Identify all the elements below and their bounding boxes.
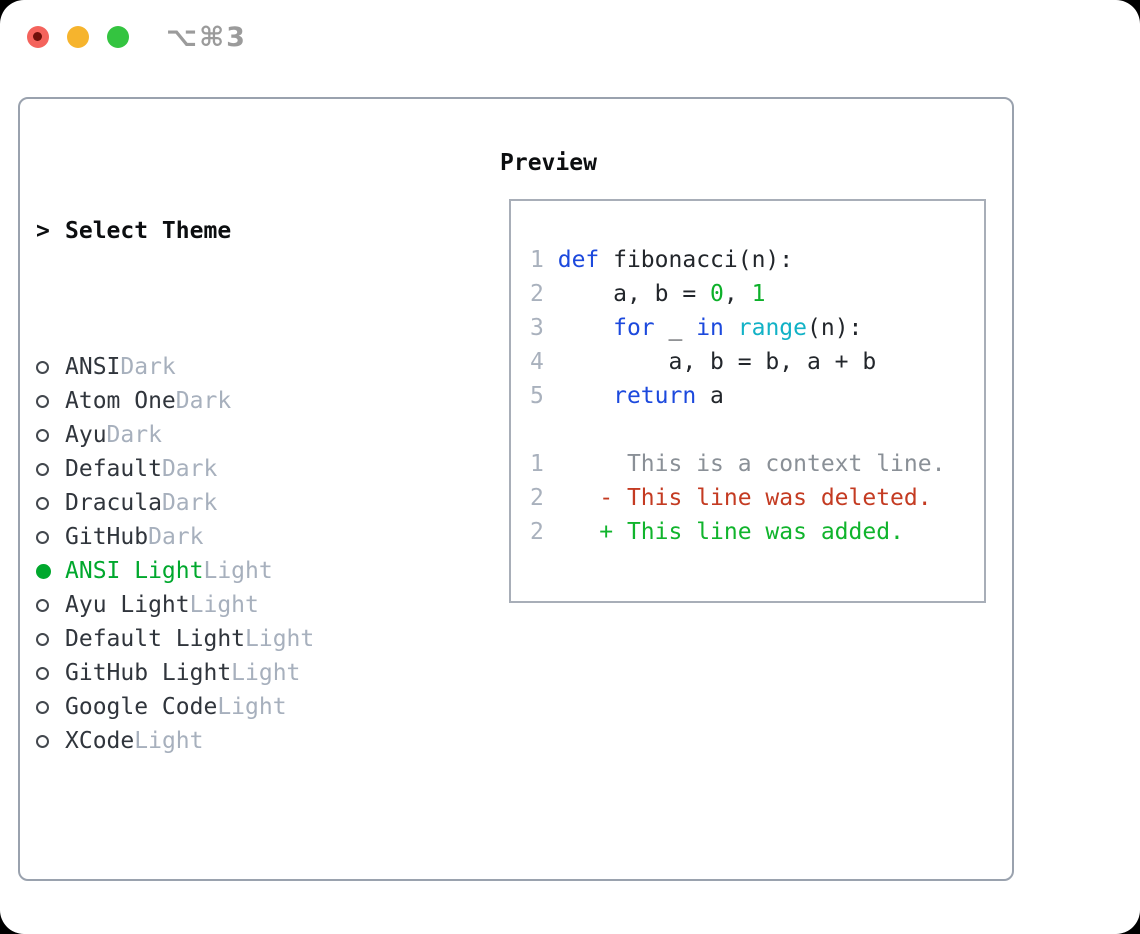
theme-name: Default: [65, 456, 162, 482]
theme-variant-tag: Dark: [120, 354, 176, 380]
code-segment-pl: [724, 315, 738, 341]
theme-name: GitHub Light: [65, 660, 232, 686]
spacer-row: [36, 860, 424, 894]
select-theme-heading: > Select Theme: [36, 214, 424, 248]
theme-option-ansi[interactable]: ANSI Dark: [36, 350, 424, 384]
radio-icon: [36, 734, 49, 748]
theme-variant-tag: Light: [203, 558, 273, 584]
line-number: 3: [530, 315, 544, 341]
line-number: 1: [530, 247, 544, 273]
code-segment-nm: 0: [710, 281, 724, 307]
theme-variant-tag: Dark: [161, 456, 218, 482]
titlebar: ⌥⌘3: [0, 0, 1140, 75]
theme-name: Dracula: [65, 490, 162, 516]
select-theme-heading-label: Select Theme: [65, 218, 232, 244]
theme-name: Atom One: [65, 388, 176, 414]
theme-name: Google Code: [65, 694, 218, 720]
theme-variant-tag: Light: [217, 694, 287, 720]
theme-name: ANSI Light: [65, 558, 204, 584]
code-segment-kw: def: [557, 247, 600, 273]
line-number: 2: [530, 519, 544, 545]
theme-variant-tag: Dark: [175, 388, 232, 414]
theme-option-google-code[interactable]: Google Code Light: [36, 690, 424, 724]
line-number: 4: [530, 349, 544, 375]
theme-variant-tag: Dark: [161, 490, 218, 516]
code-segment-del: - This line was deleted.: [557, 485, 932, 511]
radio-icon: [36, 700, 49, 714]
code-segment-pl: a, b = b, a + b: [557, 349, 877, 375]
theme-option-dracula[interactable]: Dracula Dark: [36, 486, 424, 520]
radio-selected-icon: [36, 563, 51, 579]
theme-variant-tag: Dark: [148, 524, 204, 550]
code-segment-pl: [558, 383, 613, 409]
radio-icon: [36, 496, 49, 510]
code-segment-pl: a, b =: [557, 281, 711, 307]
window-title-shortcut: ⌥⌘3: [166, 22, 247, 53]
theme-name: Default Light: [65, 626, 246, 652]
theme-option-atom-one[interactable]: Atom One Dark: [36, 384, 424, 418]
code-segment-kw: return: [613, 383, 697, 409]
line-number: 1: [530, 451, 544, 477]
radio-icon: [36, 666, 49, 680]
theme-name: GitHub: [65, 524, 149, 550]
theme-option-ayu[interactable]: Ayu Dark: [36, 418, 424, 452]
radio-icon: [36, 428, 49, 442]
code-segment-pl: ,: [723, 281, 752, 307]
radio-icon: [36, 360, 49, 374]
code-segment-kw: for: [613, 315, 655, 341]
theme-option-xcode[interactable]: XCode Light: [36, 724, 424, 758]
theme-name: Ayu: [65, 422, 107, 448]
radio-icon: [36, 530, 49, 544]
radio-icon: [36, 462, 49, 476]
line-number: 2: [530, 281, 544, 307]
theme-variant-tag: Dark: [106, 422, 162, 448]
theme-variant-tag: Light: [189, 592, 259, 618]
theme-option-ayu-light[interactable]: Ayu Light Light: [36, 588, 424, 622]
code-segment-pl: _: [654, 315, 697, 341]
theme-option-ansi-light[interactable]: ANSI Light Light: [36, 554, 424, 588]
preview-heading: Preview: [500, 150, 597, 176]
code-segment-kw: in: [696, 315, 724, 341]
theme-variant-tag: Light: [245, 626, 315, 652]
radio-icon: [36, 632, 49, 646]
radio-icon: [36, 394, 49, 408]
zoom-button[interactable]: [107, 26, 129, 48]
theme-option-default[interactable]: Default Dark: [36, 452, 424, 486]
code-segment-pl: fibonacci(n):: [599, 247, 794, 273]
minimize-button[interactable]: [67, 26, 89, 48]
theme-variant-tag: Light: [231, 660, 301, 686]
code-segment-ctx: This is a context line.: [557, 451, 946, 477]
theme-name: Ayu Light: [65, 592, 190, 618]
line-number: 5: [530, 383, 544, 409]
theme-option-default-light[interactable]: Default Light Light: [36, 622, 424, 656]
line-number: 2: [530, 485, 544, 511]
code-segment-pl: a: [696, 383, 724, 409]
theme-name: XCode: [65, 728, 135, 754]
code-segment-add: + This line was added.: [557, 519, 904, 545]
code-preview: 1 def fibonacci(n): 2 a, b = 0, 1 3 for …: [530, 243, 945, 549]
code-segment-fn: range: [737, 315, 808, 341]
theme-option-github-light[interactable]: GitHub Light Light: [36, 656, 424, 690]
focus-caret-icon: >: [36, 218, 50, 244]
code-segment-nm: 1: [751, 281, 766, 307]
preview-box: 1 def fibonacci(n): 2 a, b = 0, 1 3 for …: [509, 199, 986, 603]
theme-name: ANSI: [65, 354, 121, 380]
radio-icon: [36, 598, 49, 612]
theme-variant-tag: Light: [134, 728, 204, 754]
theme-option-github[interactable]: GitHub Dark: [36, 520, 424, 554]
close-button[interactable]: [27, 26, 49, 48]
code-segment-pl: [558, 315, 613, 341]
code-segment-pl: (n):: [807, 315, 863, 341]
